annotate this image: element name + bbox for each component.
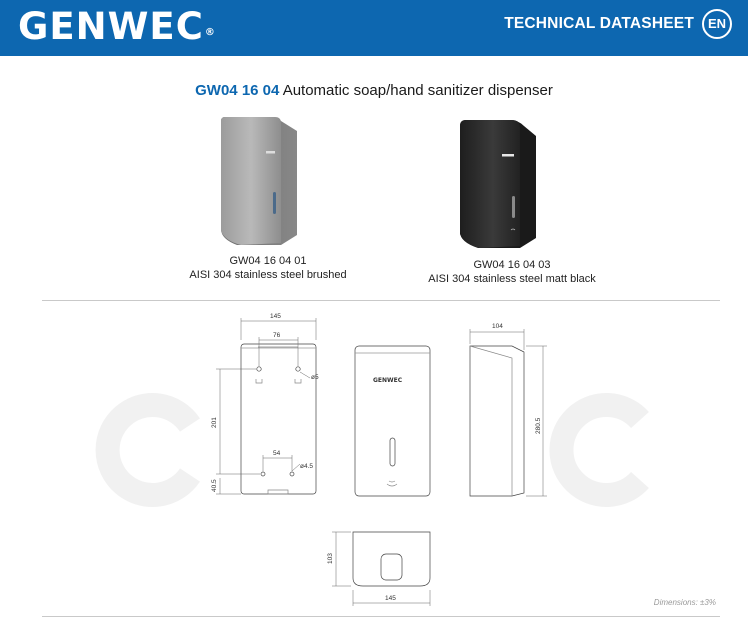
- dim-bottom-view-depth: 103: [327, 553, 334, 564]
- variant-steel-caption: GW04 16 04 01 AISI 304 stainless steel b…: [150, 254, 386, 282]
- variant-steel-finish: AISI 304 stainless steel brushed: [189, 269, 347, 281]
- section-divider-top: [42, 300, 720, 301]
- bottom-view-dimension-lines: [332, 531, 431, 606]
- back-view-drawing: [240, 343, 317, 495]
- product-code: GW04 16 04: [195, 82, 280, 99]
- dim-hole-dia-top: ø5: [311, 374, 319, 381]
- black-dispenser-photo: [460, 120, 536, 248]
- variant-black-caption: GW04 16 04 03 AISI 304 stainless steel m…: [412, 258, 612, 286]
- variant-black-code: GW04 16 04 03: [473, 259, 551, 271]
- bottom-view-drawing: [352, 531, 431, 587]
- registered-mark: ®: [204, 27, 216, 38]
- brand-name: GENWEC: [18, 5, 204, 48]
- genwec-watermark: [95, 393, 649, 507]
- dim-hole-dia-bottom: ø4.5: [300, 463, 313, 470]
- variant-steel-code: GW04 16 04 01: [229, 255, 307, 267]
- language-badge: EN: [702, 9, 732, 39]
- side-view-drawing: [469, 345, 525, 497]
- back-view-dimension-lines: [216, 318, 317, 495]
- dim-bottom-view-width: 145: [385, 595, 396, 602]
- side-view-dimension-lines: [469, 329, 547, 497]
- dim-depth: 104: [492, 323, 503, 330]
- header-bar: GENWEC® TECHNICAL DATASHEET EN: [0, 0, 748, 56]
- front-view-brand-label: GENWEC: [373, 377, 403, 384]
- datasheet-title: TECHNICAL DATASHEET: [504, 15, 694, 32]
- dim-width-total: 145: [270, 313, 281, 320]
- dim-height-total: 280.5: [535, 417, 542, 434]
- dim-hole-spacing-top: 76: [273, 332, 281, 339]
- dim-hole-spacing-bottom: 54: [273, 450, 281, 457]
- dimensions-footnote: Dimensions: ±3%: [653, 598, 716, 607]
- variant-black-finish: AISI 304 stainless steel matt black: [428, 273, 596, 285]
- steel-dispenser-photo: [221, 117, 297, 245]
- front-view-drawing: [354, 345, 431, 497]
- section-divider-bottom: [42, 616, 720, 617]
- product-title: GW04 16 04 Automatic soap/hand sanitizer…: [0, 82, 748, 99]
- product-name: Automatic soap/hand sanitizer dispenser: [282, 82, 553, 99]
- genwec-logo: GENWEC®: [18, 5, 216, 49]
- dim-bottom-offset: 40.5: [211, 479, 218, 492]
- dim-height-holes: 201: [211, 417, 218, 428]
